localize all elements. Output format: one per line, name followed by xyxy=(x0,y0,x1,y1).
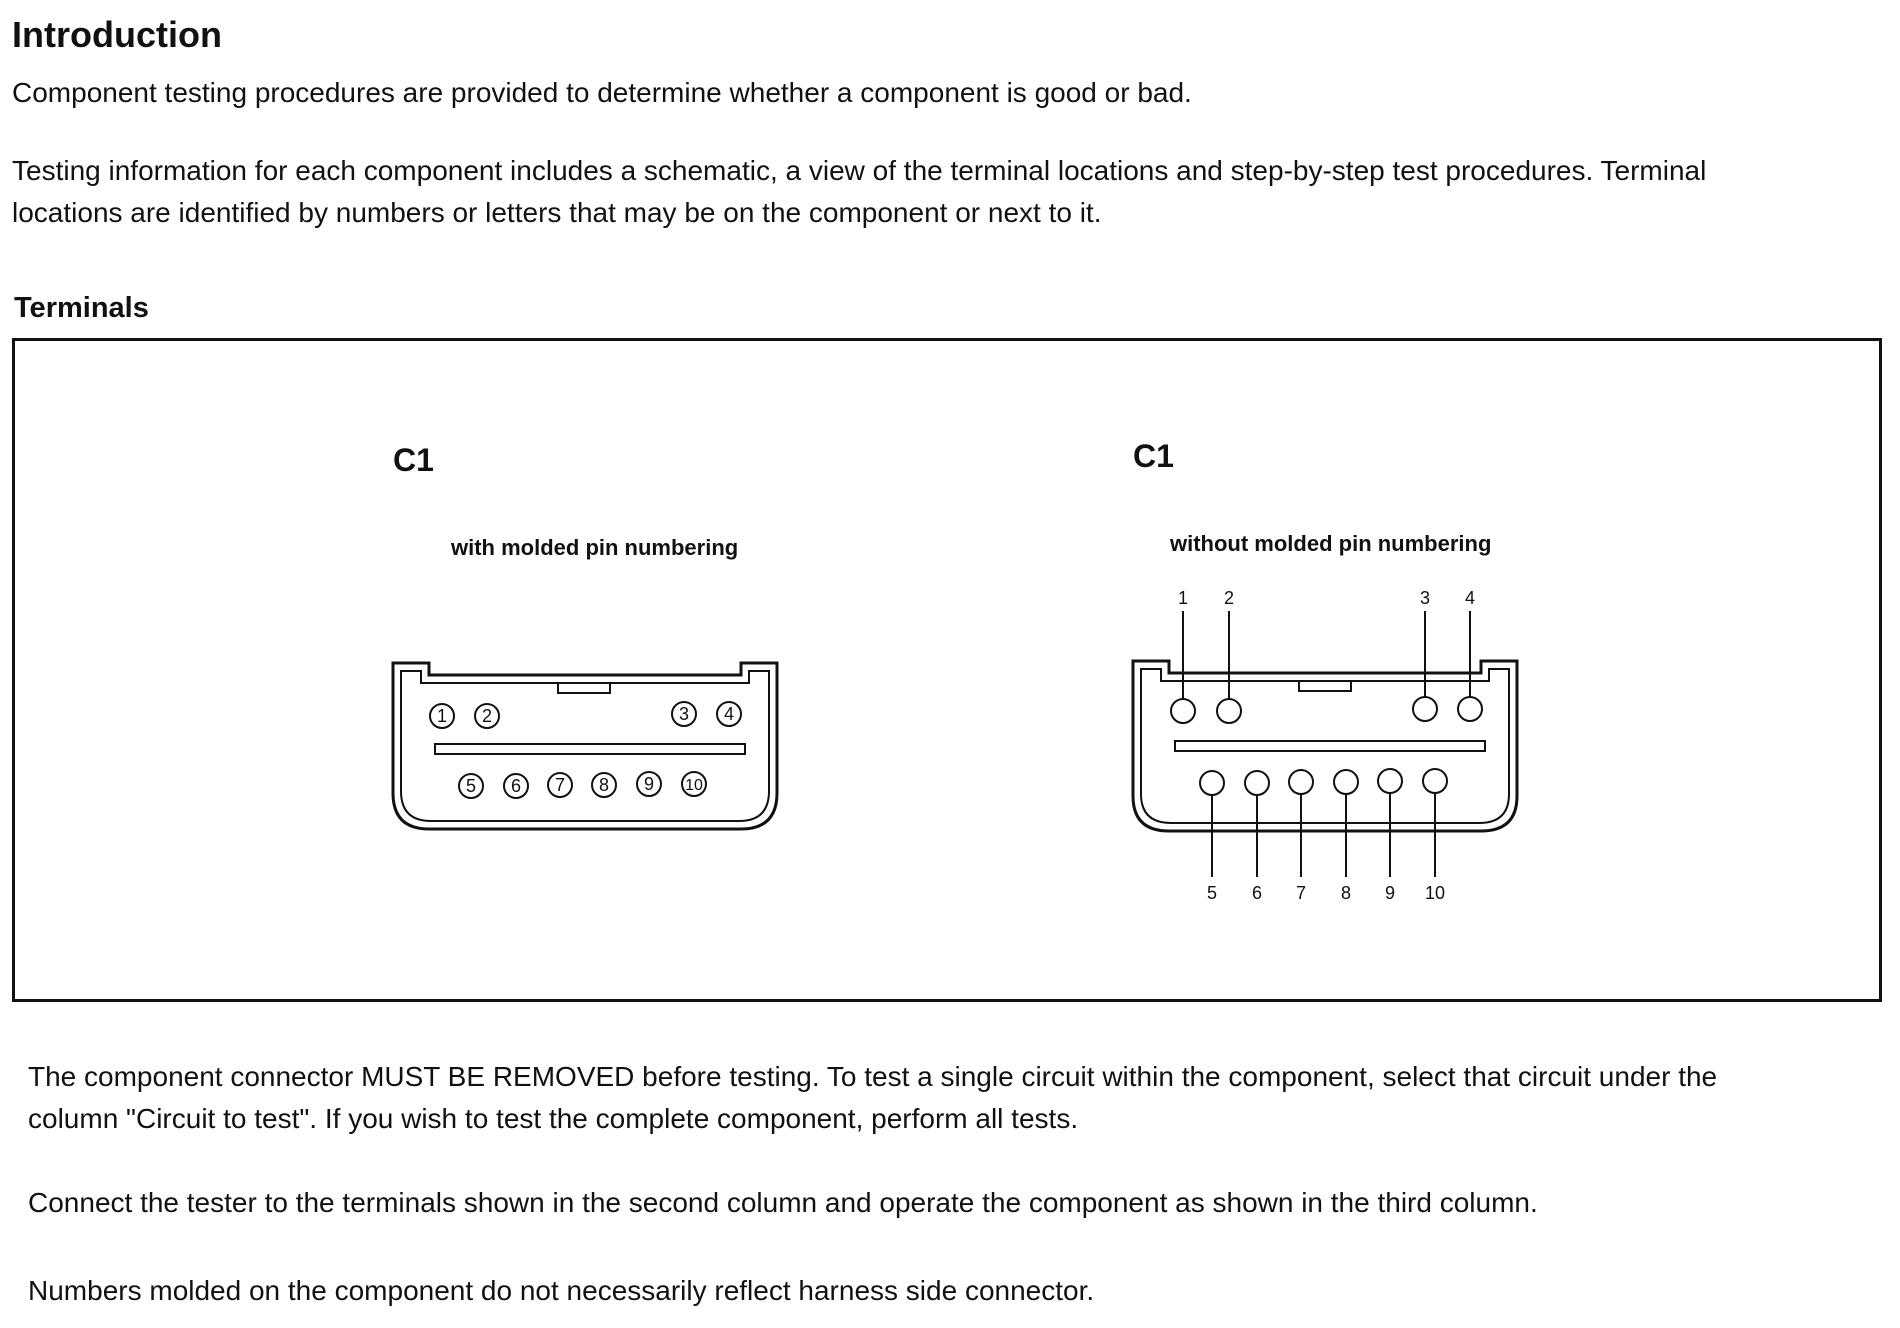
left-pin-10-number: 10 xyxy=(685,777,703,794)
left-pin-10-circle xyxy=(681,771,707,797)
left-connector-title: C1 xyxy=(393,442,434,478)
right-pin-2-label: 2 xyxy=(1224,588,1234,608)
left-pin-4-number: 4 xyxy=(724,704,734,724)
right-connector-key xyxy=(1298,680,1352,692)
left-pin-7-number: 7 xyxy=(555,775,565,795)
left-pin-2-circle xyxy=(474,703,500,729)
terminals-diagram: C1 with molded pin numbering 1 2 3 4 5 6 xyxy=(391,438,1519,903)
right-pin-9-circle xyxy=(1377,768,1403,794)
left-pin-4-circle xyxy=(716,701,742,727)
intro-paragraph-2-line-1: Testing information for each component i… xyxy=(12,155,1707,186)
left-connector-housing-inner xyxy=(400,670,770,822)
right-pin-10-circle xyxy=(1422,768,1448,794)
right-connector-divider xyxy=(1174,740,1486,752)
right-pin-7-circle xyxy=(1288,769,1314,795)
intro-paragraph-2: Testing information for each component i… xyxy=(12,150,1882,234)
right-pin-4-circle xyxy=(1457,696,1483,722)
right-pin-6-circle xyxy=(1244,770,1270,796)
right-pin-3-circle xyxy=(1412,696,1438,722)
left-pin-6-number: 6 xyxy=(511,776,521,796)
right-pin-8-label: 8 xyxy=(1341,883,1351,903)
right-pin-5-label: 5 xyxy=(1207,883,1217,903)
left-pin-6-circle xyxy=(503,773,529,799)
right-pin-1-circle xyxy=(1170,698,1196,724)
left-pin-8-number: 8 xyxy=(599,775,609,795)
instructions-paragraph-2: Connect the tester to the terminals show… xyxy=(28,1187,1538,1218)
right-pin-6-label: 6 xyxy=(1252,883,1262,903)
left-pin-5-number: 5 xyxy=(466,776,476,796)
left-pin-3-number: 3 xyxy=(679,704,689,724)
left-connector-subtitle: with molded pin numbering xyxy=(450,535,738,560)
left-pin-1-circle xyxy=(429,703,455,729)
left-pin-5-circle xyxy=(458,773,484,799)
left-connector-housing-outer xyxy=(391,661,779,831)
right-connector: C1 without molded pin numbering 1 2 3 4 xyxy=(1131,438,1519,903)
left-connector: C1 with molded pin numbering 1 2 3 4 5 6 xyxy=(391,442,779,831)
right-connector-housing-inner xyxy=(1140,668,1510,824)
left-pin-9-circle xyxy=(636,771,662,797)
right-connector-housing-outer xyxy=(1131,659,1519,833)
left-pin-8-circle xyxy=(591,772,617,798)
right-connector-subtitle: without molded pin numbering xyxy=(1169,531,1491,556)
instructions-paragraph-1: The component connector MUST BE REMOVED … xyxy=(28,1056,1878,1140)
instructions-paragraph-1-line-1: The component connector MUST BE REMOVED … xyxy=(28,1061,1718,1092)
right-pin-2-circle xyxy=(1216,698,1242,724)
intro-paragraph-1: Component testing procedures are provide… xyxy=(12,77,1192,108)
right-pin-1-label: 1 xyxy=(1178,588,1188,608)
left-pin-3-circle xyxy=(671,701,697,727)
left-connector-key xyxy=(557,682,611,694)
right-pin-10-label: 10 xyxy=(1425,883,1445,903)
terminals-figure-box: C1 with molded pin numbering 1 2 3 4 5 6 xyxy=(12,338,1882,1002)
left-pin-2-number: 2 xyxy=(482,706,492,726)
right-pin-7-label: 7 xyxy=(1296,883,1306,903)
page-heading-introduction: Introduction xyxy=(12,14,222,55)
section-heading-terminals: Terminals xyxy=(14,292,149,324)
intro-paragraph-2-line-2: locations are identified by numbers or l… xyxy=(12,197,1102,228)
right-pin-5-circle xyxy=(1199,770,1225,796)
right-pin-9-label: 9 xyxy=(1385,883,1395,903)
right-connector-title: C1 xyxy=(1133,438,1174,474)
left-pin-9-number: 9 xyxy=(644,774,654,794)
left-connector-divider xyxy=(434,743,746,755)
right-pin-4-label: 4 xyxy=(1465,588,1475,608)
left-pin-7-circle xyxy=(547,772,573,798)
right-pin-3-label: 3 xyxy=(1420,588,1430,608)
left-pin-1-number: 1 xyxy=(437,706,447,726)
right-pin-8-circle xyxy=(1333,769,1359,795)
instructions-paragraph-1-line-2: column "Circuit to test". If you wish to… xyxy=(28,1103,1079,1134)
instructions-paragraph-3: Numbers molded on the component do not n… xyxy=(28,1275,1095,1306)
